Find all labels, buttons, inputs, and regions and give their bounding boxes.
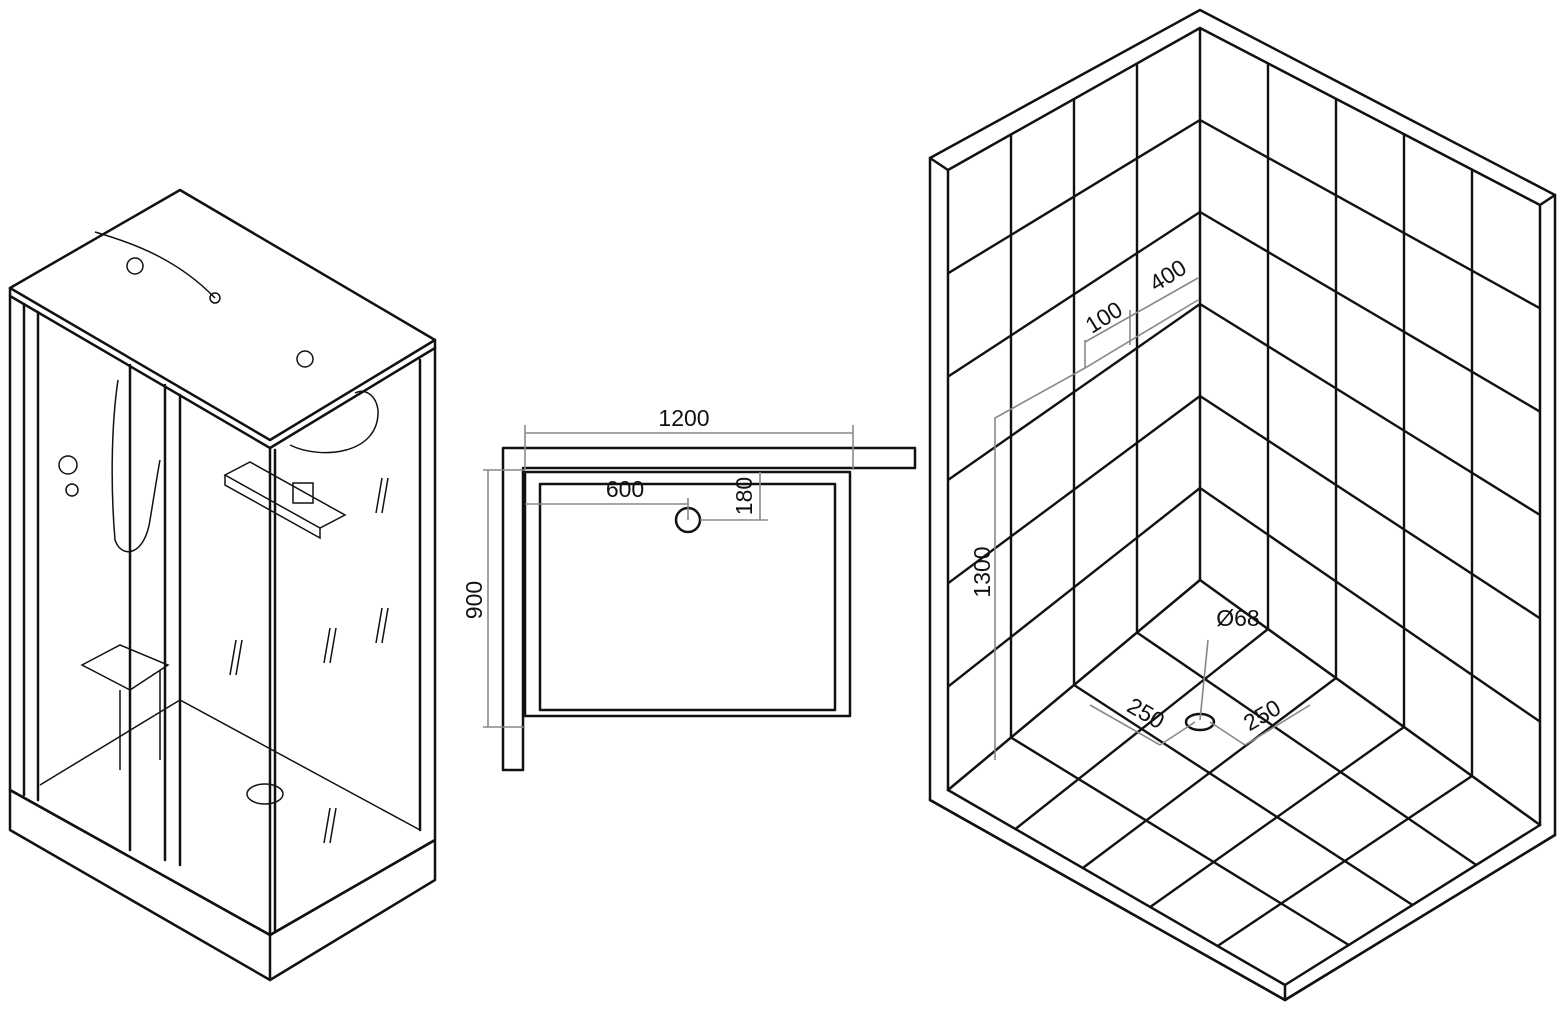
glass-reflection: [323, 627, 337, 664]
cabin-tray: [8, 788, 437, 982]
dim-label-height: 1300: [969, 546, 995, 597]
roof-fan: [296, 350, 314, 368]
shower-cabin-illustration: [8, 188, 437, 982]
dim-line-1300: [994, 299, 1199, 760]
inner-floor: [39, 699, 421, 831]
cabin-roof-edge: [8, 286, 437, 450]
glass-shelf: [223, 461, 347, 529]
tile-joint: [947, 487, 1201, 688]
floor-front-edge: [928, 798, 1557, 1002]
tile-joint: [947, 395, 1201, 585]
dim-line-250-left: [1089, 704, 1161, 746]
tile-joint: [1199, 302, 1541, 517]
installation-corner-view: 1300 100 400 Ø68 250 250: [928, 8, 1557, 1002]
cabin-drain: [246, 783, 284, 805]
plan-view: 1200 600 180 900: [461, 405, 917, 772]
mixer-tap: [58, 455, 78, 475]
wall-top-edge: [928, 26, 1557, 207]
dim-line-250-right: [1209, 721, 1246, 746]
dim-label-depth: 900: [461, 581, 487, 619]
dim-line-250-left-end: [1159, 721, 1196, 746]
tile-joint: [947, 303, 1201, 481]
tile-joint: [1082, 677, 1337, 869]
rain-shower-vent: [126, 257, 144, 275]
floor-inner-edge: [946, 788, 1542, 987]
tile-grid: [947, 63, 1541, 947]
cabin-roof: [8, 188, 437, 442]
roof-handle-end: [209, 292, 221, 304]
tile-joint: [1199, 210, 1541, 413]
glass-reflection: [229, 639, 243, 676]
side-hose: [289, 390, 379, 454]
dim-label-drain-x: 600: [606, 476, 644, 502]
cabin-side-frame: [268, 346, 437, 937]
glass-shelf-edge: [224, 475, 321, 540]
tile-joint: [1216, 775, 1473, 947]
tile-joint: [1014, 628, 1269, 830]
shower-hose: [111, 379, 161, 553]
folding-seat: [80, 644, 170, 691]
dim-line-top: [1084, 277, 1199, 343]
tile-joint: [1199, 394, 1541, 620]
mixer-knob: [65, 483, 79, 497]
dim-label-width: 1200: [658, 405, 709, 431]
dim-line-250-right-end: [1244, 704, 1311, 746]
glass-reflection: [323, 807, 337, 844]
shelf-bottle: [292, 482, 314, 504]
glass-reflection: [375, 477, 389, 514]
dim-leader-drain: [1199, 639, 1209, 721]
cabin-front-frame: [8, 294, 272, 937]
tile-joint: [947, 210, 1201, 378]
tile-joint: [1149, 726, 1405, 908]
floor-wall-junction: [946, 578, 1542, 827]
tray-inner: [538, 482, 837, 712]
dim-label-drain-y: 180: [731, 477, 757, 515]
tile-joint: [947, 118, 1201, 275]
dim-label-width: 400: [1145, 254, 1191, 296]
tray-outer: [523, 470, 852, 718]
tile-joint: [1199, 118, 1541, 310]
dim-label-drain-diameter: Ø68: [1216, 605, 1259, 631]
glass-reflection: [375, 607, 389, 644]
dim-label-spacing: 100: [1081, 296, 1127, 338]
wall-corner: [501, 446, 917, 772]
tile-joint: [1073, 683, 1414, 907]
tile-joint: [1010, 736, 1350, 947]
roof-handle: [94, 231, 216, 299]
tile-joint: [1199, 487, 1541, 723]
tile-joint: [1136, 631, 1477, 866]
